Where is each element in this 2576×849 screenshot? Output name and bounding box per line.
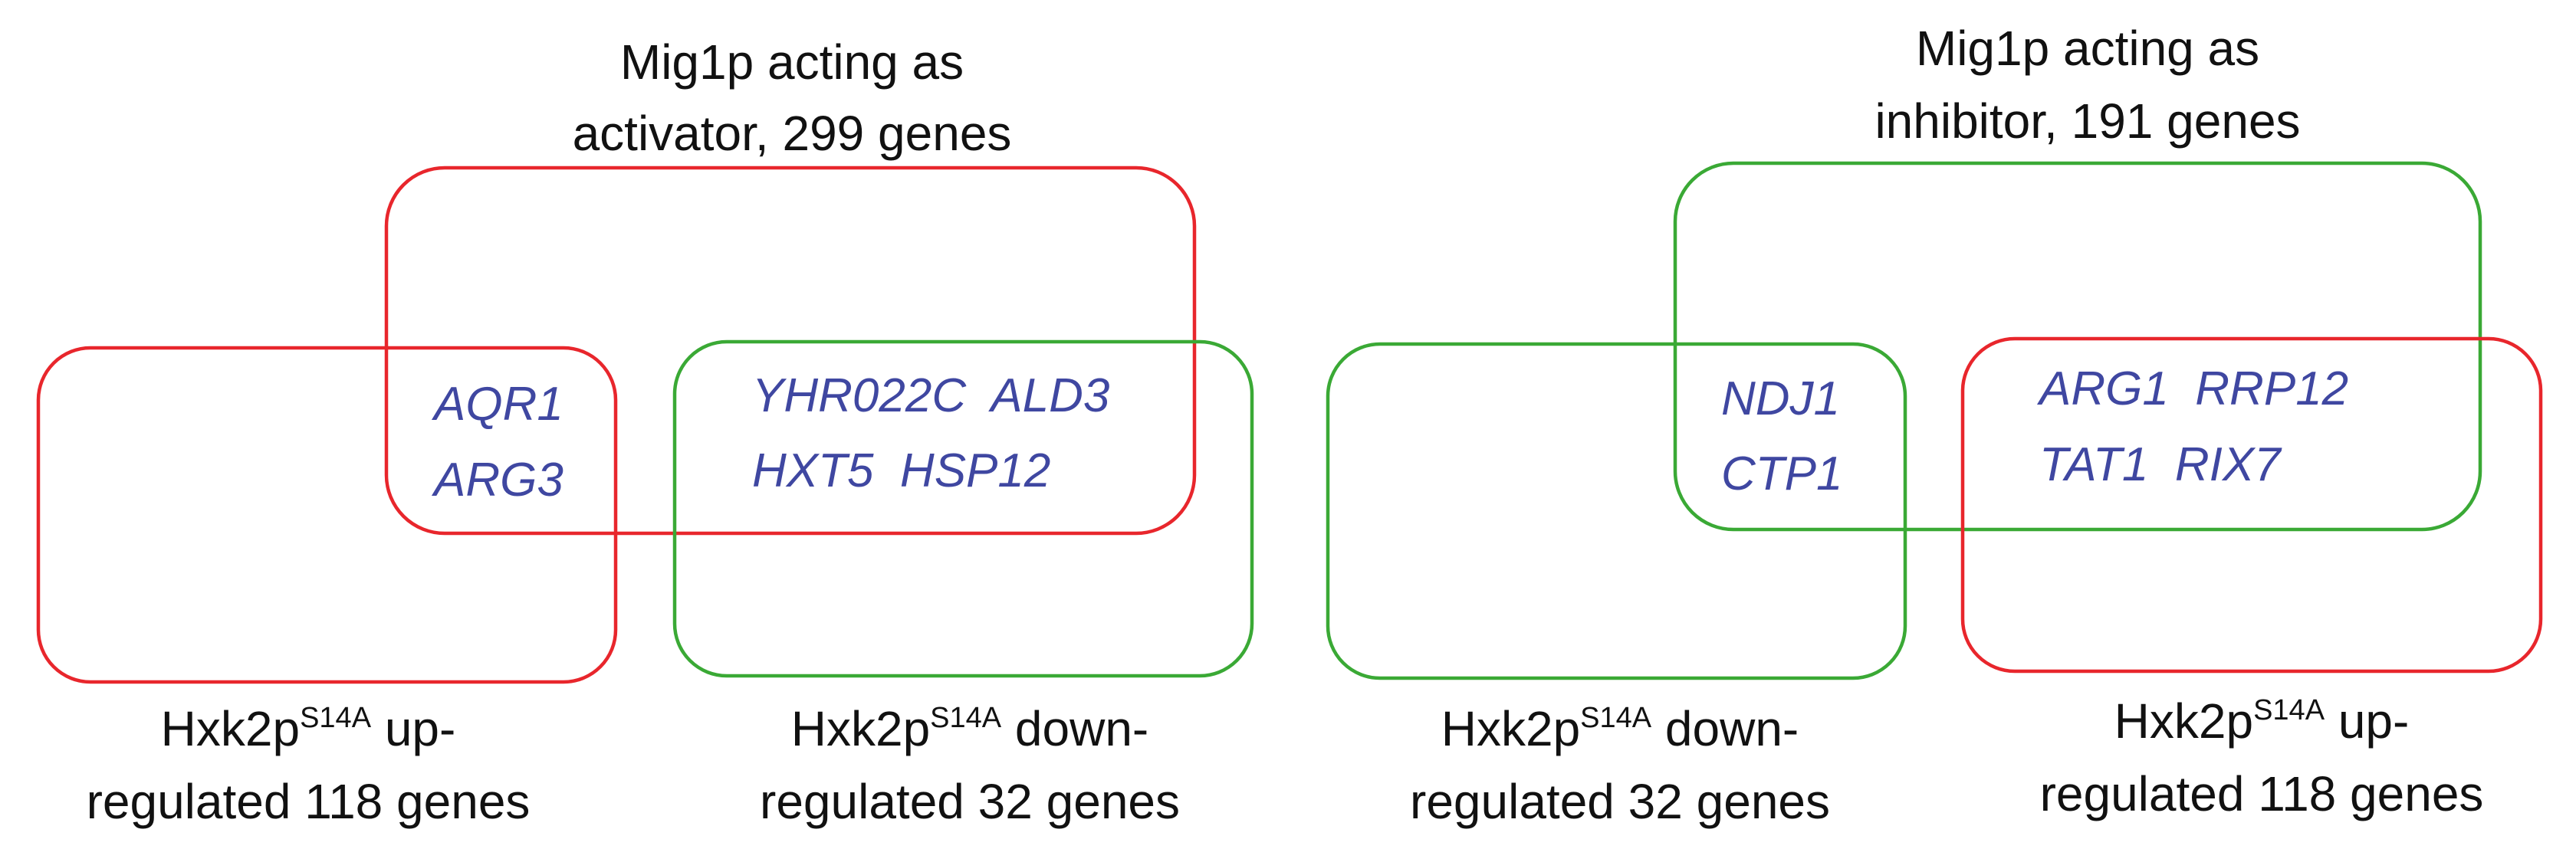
left-up-regulated-box [36,346,618,684]
left-title-line2: activator, 299 genes [573,106,1012,161]
right-inhibitor-box [1673,161,2482,532]
right-title-line1: Mig1p acting as [1916,21,2259,76]
left-genes-row2: HXT5 HSP12 [752,444,1050,497]
left-activator-box [384,166,1197,536]
left-gene-arg3: ARG3 [431,454,564,506]
right-up-regulated-box [1960,336,2543,674]
left-down-regulated-box [672,339,1254,678]
right-title-line2: inhibitor, 191 genes [1875,93,2300,149]
right-genes-row2: TAT1 RIX7 [2039,438,2282,491]
right-down-label-line1: Hxk2pS14A down- [1441,701,1799,756]
right-panel: Mig1p acting as inhibitor, 191 genes NDJ… [1326,21,2543,829]
left-up-label-line1: Hxk2pS14A up- [161,701,456,756]
left-genes-row1: YHR022C ALD3 [752,369,1109,422]
right-up-label-line1: Hxk2pS14A up- [2114,693,2410,749]
left-title-line1: Mig1p acting as [620,34,964,90]
left-down-label-line1: Hxk2pS14A down- [791,701,1148,756]
right-gene-ctp1: CTP1 [1721,447,1842,500]
right-up-label-line2: regulated 118 genes [2040,766,2484,821]
left-down-label-line2: regulated 32 genes [760,774,1180,829]
left-gene-aqr1: AQR1 [431,378,564,431]
right-gene-ndj1: NDJ1 [1721,372,1840,425]
left-up-label-line2: regulated 118 genes [87,774,531,829]
right-down-label-line2: regulated 32 genes [1410,774,1830,829]
right-down-regulated-box [1326,342,1907,680]
left-panel: Mig1p acting as activator, 299 genes AQR… [36,34,1254,829]
right-genes-row1: ARG1 RRP12 [2036,362,2348,415]
